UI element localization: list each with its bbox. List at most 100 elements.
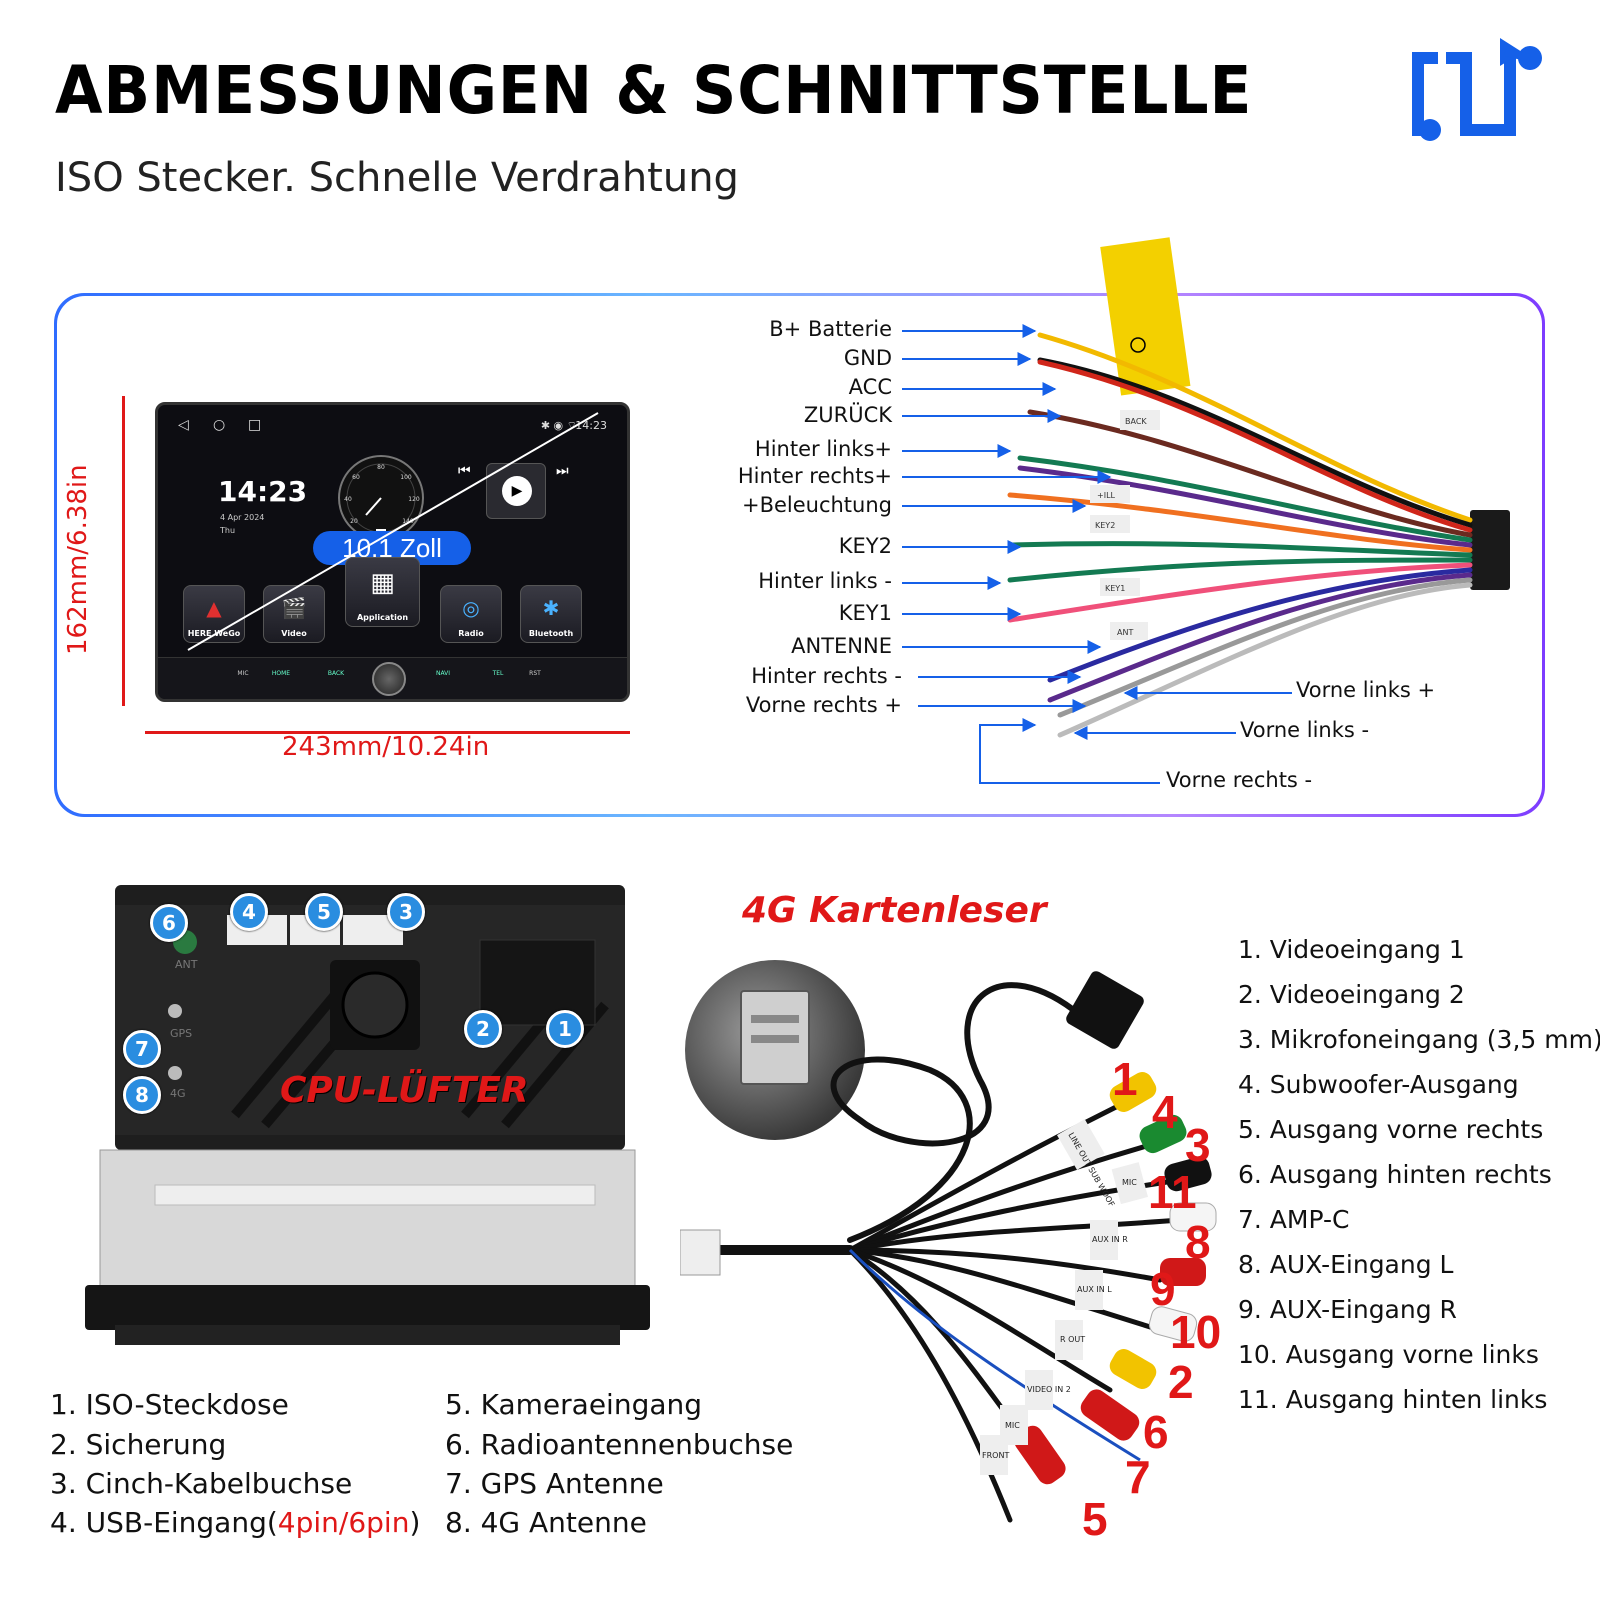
rca-cable-harness: LINE OUT SUB WOOF MIC AUX IN R AUX IN L … (680, 971, 1217, 1523)
port-label-ant: ANT (175, 958, 198, 971)
date: 4 Apr 2024 Thu (220, 513, 265, 535)
wire-tag: KEY1 (1105, 584, 1125, 593)
width-dimension-label: 243mm/10.24in (282, 732, 490, 762)
legend-item: 2. Sicherung (50, 1428, 227, 1461)
rca-number-8: 8 (1185, 1216, 1211, 1268)
rca-number-7: 7 (1125, 1451, 1151, 1503)
rca-number-10: 10 (1170, 1306, 1222, 1358)
port-badge-4: 4 (230, 893, 268, 931)
port-badge-8: 8 (123, 1076, 161, 1114)
app-here-wego: ▲ HERE WeGo (183, 585, 245, 643)
dock-home: HOME (271, 670, 291, 677)
rca-legend-item: 9. AUX-Eingang R (1238, 1295, 1457, 1324)
wire-label-beleuchtung: +Beleuchtung (741, 493, 892, 517)
gauge-tick: 140 (402, 518, 414, 525)
rca-legend-item: 3. Mikrofoneingang (3,5 mm) (1238, 1025, 1600, 1054)
previous-track-icon: ⏮ (458, 463, 471, 479)
port-badge-7: 7 (123, 1030, 161, 1068)
cable-tag: AUX IN R (1092, 1235, 1128, 1244)
page-title: ABMESSUNGEN & SCHNITTSTELLE (55, 52, 1253, 129)
wire-label-key2: KEY2 (838, 534, 892, 558)
wire-label-hinter-links-plus: Hinter links+ (754, 437, 892, 461)
cpu-fan-label: CPU-LÜFTER (280, 1070, 529, 1111)
rca-legend-item: 11. Ausgang hinten links (1238, 1385, 1548, 1414)
wire-label-antenne: ANTENNE (791, 634, 892, 658)
legend-item: 8. 4G Antenne (445, 1506, 647, 1539)
cable-tag: R OUT (1060, 1335, 1085, 1344)
wire-label-zurueck: ZURÜCK (803, 403, 892, 427)
port-badge-1: 1 (546, 1010, 584, 1048)
radio-icon: ◎ (462, 596, 480, 620)
cable-tag: VIDEO IN 2 (1027, 1385, 1071, 1394)
sim-card-slot-photo (685, 960, 865, 1140)
back-nav-icon: ◁ (178, 417, 189, 433)
legend-item: 1. ISO-Steckdose (50, 1388, 289, 1421)
page-subtitle: ISO Stecker. Schnelle Verdrahtung (55, 155, 739, 201)
next-track-icon: ⏭ (556, 463, 569, 479)
rca-number-3: 3 (1185, 1119, 1211, 1171)
gauge-tick: 120 (408, 496, 420, 503)
wire-tag: KEY2 (1095, 521, 1115, 530)
port-label-4g: 4G (170, 1087, 186, 1100)
dock-navi: NAVI (435, 670, 451, 677)
rca-legend-item: 1. Videoeingang 1 (1238, 935, 1465, 964)
head-unit-screen: ◁ ○ □ ✱ ◉ ⌔ 14:23 14:23 4 Apr 2024 Thu 2… (155, 402, 630, 702)
cable-tag: MIC (1122, 1178, 1137, 1187)
card-reader-label: 4G Kartenleser (742, 890, 1047, 931)
rca-legend-item: 10. Ausgang vorne links (1238, 1340, 1539, 1369)
wire-label-gnd: GND (843, 346, 892, 370)
legend-item: 5. Kameraeingang (445, 1388, 703, 1421)
wire-label-hinter-links-minus: Hinter links - (758, 569, 892, 593)
volume-knob (372, 662, 406, 696)
gauge-tick: 20 (350, 518, 358, 525)
port-badge-3: 3 (387, 893, 425, 931)
status-bar: ◁ ○ □ ✱ ◉ ⌔ 14:23 (178, 417, 607, 435)
rca-number-6: 6 (1143, 1406, 1169, 1458)
rca-legend-item: 2. Videoeingang 2 (1238, 980, 1465, 1009)
rca-number-1: 1 (1112, 1053, 1138, 1105)
rca-number-11: 11 (1148, 1166, 1197, 1218)
clock: 14:23 (218, 475, 308, 508)
dock-rst: RST (529, 670, 541, 677)
rca-legend-item: 8. AUX-Eingang L (1238, 1250, 1454, 1279)
port-badge-6: 6 (150, 904, 188, 942)
app-video: 🎬 Video (263, 585, 325, 643)
gauge-tick: 60 (352, 474, 360, 481)
navigation-arrow-icon: ▲ (206, 596, 222, 620)
legend-item: 6. Radioantennenbuchse (445, 1428, 794, 1461)
iso-wire-harness: BACK +ILL KEY2 KEY1 ANT (902, 237, 1510, 784)
gauge-tick: 100 (400, 474, 412, 481)
app-bluetooth: ✱ Bluetooth (520, 585, 582, 643)
rca-legend-item: 6. Ausgang hinten rechts (1238, 1160, 1552, 1189)
recents-nav-icon: □ (248, 417, 262, 433)
rca-number-9: 9 (1150, 1263, 1176, 1315)
rca-legend-item: 7. AMP-C (1238, 1205, 1350, 1234)
gauge-tick: 40 (344, 496, 352, 503)
width-dimension-line (145, 731, 630, 734)
app-application: ▦ Application (345, 557, 420, 627)
head-unit-back-view: ANT GPS 4G (85, 885, 650, 1345)
wire-label-key1: KEY1 (838, 601, 892, 625)
wire-tag: BACK (1125, 417, 1147, 426)
legend-item: 3. Cinch-Kabelbuchse (50, 1467, 353, 1500)
wire-tag: +ILL (1097, 491, 1116, 500)
rca-legend-item: 4. Subwoofer-Ausgang (1238, 1070, 1519, 1099)
wire-label-vorne-rechts-plus: Vorne rechts + (745, 693, 902, 717)
warning-tag (1100, 237, 1191, 396)
wire-label-b-batterie: B+ Batterie (769, 317, 892, 341)
rca-number-5: 5 (1082, 1493, 1108, 1545)
app-radio: ◎ Radio (440, 585, 502, 643)
iso-connector (1470, 510, 1510, 590)
wire-label-vorne-links-plus: Vorne links + (1296, 678, 1436, 702)
screen-diagonal-line (187, 412, 599, 651)
button-dock: MIC HOME BACK NAVI TEL RST (158, 657, 627, 699)
dock-mic: MIC (237, 670, 249, 677)
grid-icon: ▦ (370, 568, 395, 598)
port-badge-5: 5 (305, 893, 343, 931)
cable-tag: MIC (1005, 1421, 1020, 1430)
port-label-gps: GPS (170, 1027, 192, 1040)
rca-number-2: 2 (1168, 1356, 1194, 1408)
dock-back: BACK (327, 670, 345, 677)
wire-label-hinter-rechts-plus: Hinter rechts+ (737, 464, 892, 488)
cable-connector-icon (1412, 38, 1542, 141)
